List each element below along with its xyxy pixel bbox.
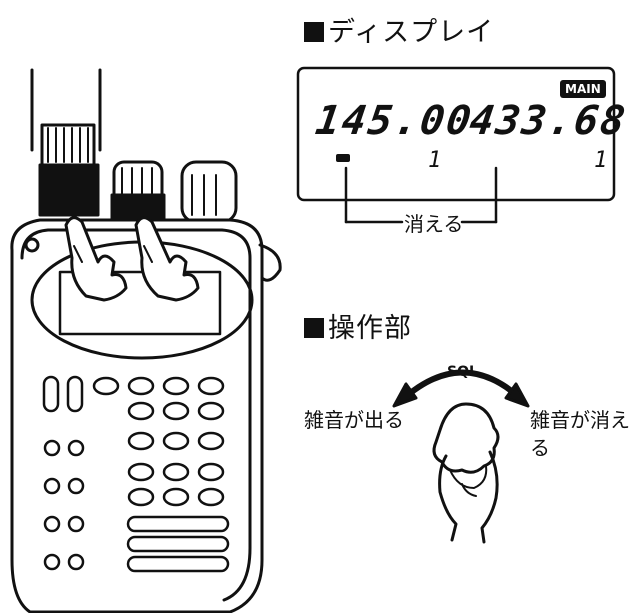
control-heading: 操作部 (304, 306, 412, 345)
sql-knob-hand (392, 369, 530, 544)
noise-disappears-label-line2: る (530, 436, 550, 460)
square-bullet-icon (304, 22, 324, 42)
callout-label: 消える (404, 212, 464, 236)
noise-disappears-label-line1: 雑音が消え (530, 408, 630, 432)
fingers (64, 216, 200, 302)
square-bullet-icon (304, 318, 324, 338)
sql-label: SQL (447, 364, 478, 380)
frequency-right: 433.68 (466, 98, 630, 144)
keypad (42, 375, 230, 573)
frequency-left: 145.00 (312, 98, 476, 144)
memory-indicator-icon (336, 154, 350, 162)
tuning-knob (180, 160, 238, 224)
main-badge: MAIN (560, 80, 606, 98)
small-digit-right: 1 (594, 148, 608, 173)
volume-knob (110, 160, 166, 221)
small-digit-left: 1 (428, 148, 442, 173)
noise-appears-label: 雑音が出る (304, 408, 404, 432)
display-heading: ディスプレイ (304, 10, 494, 49)
antenna (30, 68, 102, 217)
lcd-frame (296, 66, 616, 224)
